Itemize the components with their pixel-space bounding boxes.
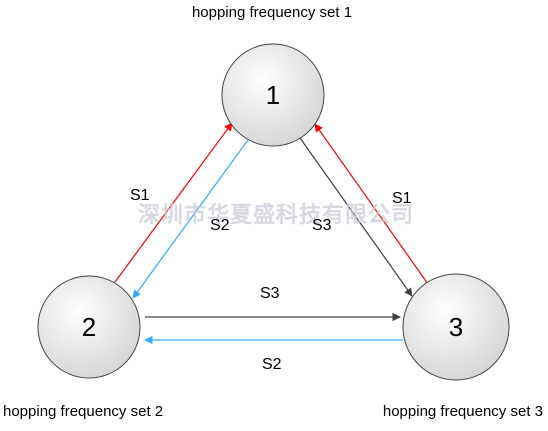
node-1: 1: [221, 43, 325, 147]
set-label-3: hopping frequency set 3: [383, 403, 543, 420]
node-1-label: 1: [266, 80, 280, 110]
edge-3-to-1: [314, 123, 429, 285]
node-3: 3: [402, 273, 510, 381]
edge-label-2-to-1: S1: [130, 187, 150, 204]
set-label-2: hopping frequency set 2: [3, 403, 163, 420]
edge-1-to-3: [299, 137, 413, 297]
edge-label-1-to-2: S2: [210, 217, 230, 234]
edge-label-1-to-3: S3: [312, 217, 332, 234]
watermark: 深圳市华夏盛科技有限公司: [138, 202, 414, 228]
edge-2-to-1: [114, 122, 233, 283]
set-label-1: hopping frequency set 1: [192, 4, 352, 21]
edge-label-3-to-2: S2: [262, 356, 282, 373]
node-2: 2: [37, 275, 141, 379]
edge-label-3-to-1: S1: [392, 190, 412, 207]
node-2-label: 2: [82, 312, 96, 342]
node-3-label: 3: [449, 312, 463, 342]
edge-1-to-2: [132, 139, 249, 299]
edge-label-2-to-3: S3: [260, 285, 280, 302]
